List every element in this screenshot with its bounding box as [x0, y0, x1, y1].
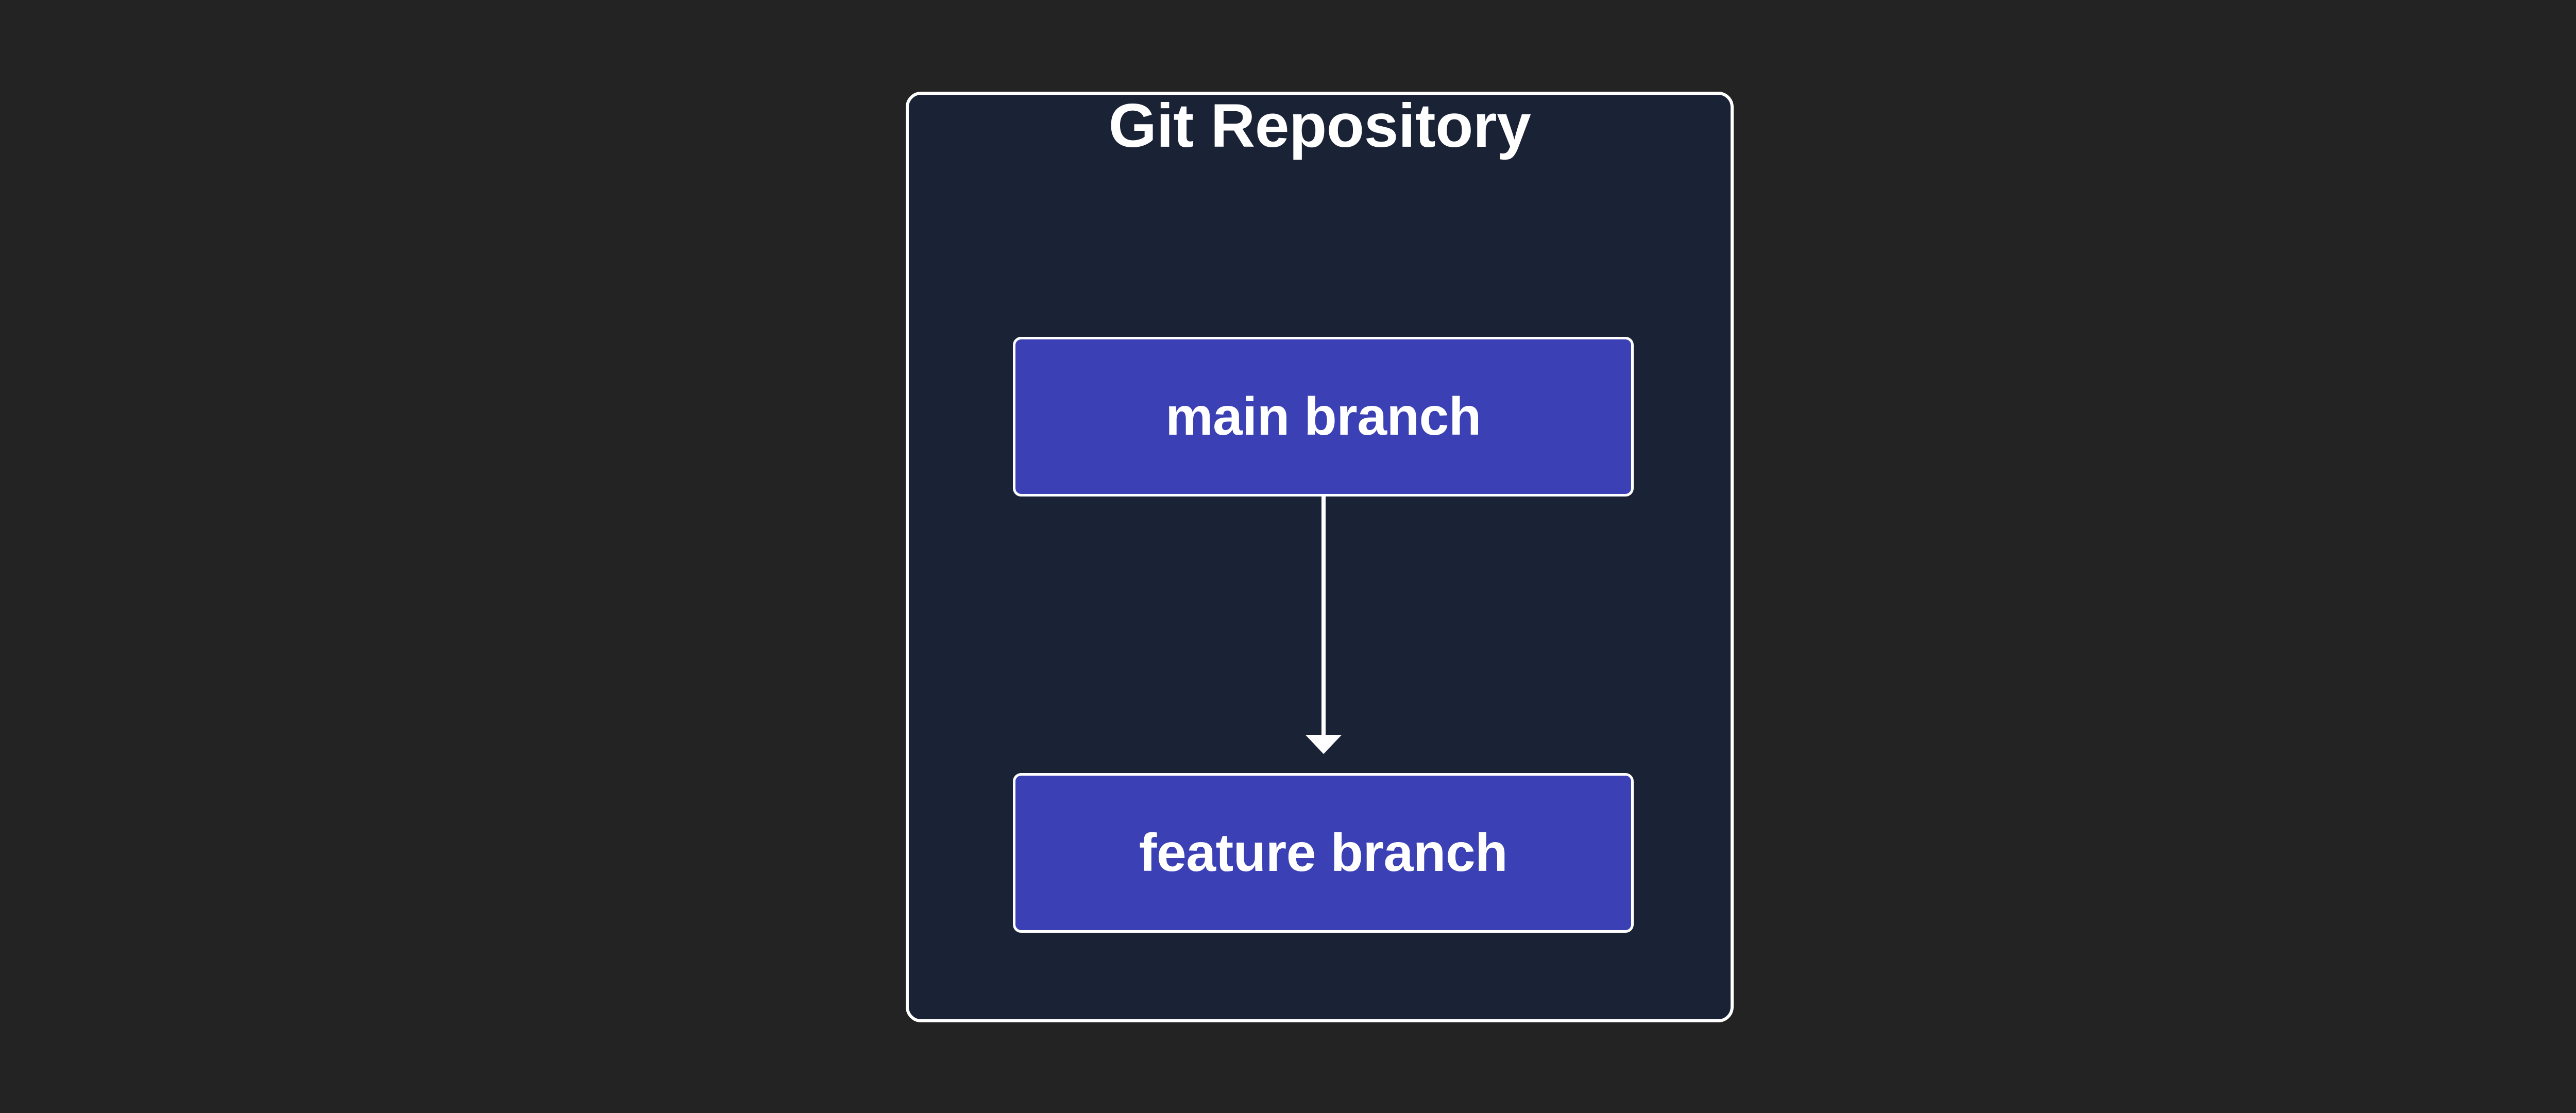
git-repository-container: Git Repository main branch feature branc…	[906, 92, 1734, 1022]
edge-main-to-feature	[1306, 495, 1342, 758]
node-main-branch[interactable]: main branch	[1013, 337, 1634, 496]
arrowhead-down-icon	[1306, 735, 1342, 754]
page-title: Git Repository	[1108, 91, 1531, 160]
node-feature-branch[interactable]: feature branch	[1013, 773, 1634, 933]
node-main-branch-label: main branch	[1165, 387, 1481, 447]
node-feature-branch-label: feature branch	[1139, 823, 1508, 883]
